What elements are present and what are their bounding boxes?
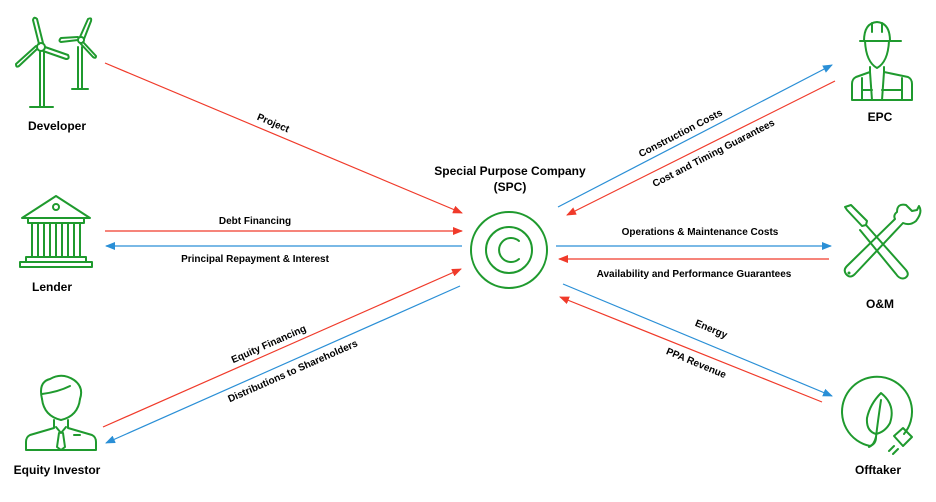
arrow-energy <box>562 283 833 397</box>
om-label: O&M <box>866 297 894 311</box>
offtaker-label: Offtaker <box>855 463 901 477</box>
flow-label-om-costs: Operations & Maintenance Costs <box>622 227 779 238</box>
spc-label-line2: (SPC) <box>494 180 527 194</box>
spc-label-line1: Special Purpose Company <box>434 164 586 178</box>
node-offtaker[interactable]: Offtaker <box>841 375 914 477</box>
flow-label-repayment: Principal Repayment & Interest <box>181 254 329 265</box>
arrow-equity-financing <box>102 268 462 428</box>
arrow-ppa-revenue <box>559 296 823 403</box>
flow-label-debt: Debt Financing <box>219 216 291 227</box>
flow-label-equity: Equity Financing <box>230 323 308 366</box>
flow-repayment: Principal Repayment & Interest <box>105 242 462 265</box>
node-epc[interactable]: EPC <box>851 21 913 124</box>
node-om[interactable]: O&M <box>843 203 922 311</box>
arrow-project <box>104 62 463 214</box>
wind-turbine-icon <box>15 16 97 108</box>
arrow-distributions <box>105 285 461 444</box>
arrow-cost-timing-guarantees <box>566 80 836 216</box>
flow-energy: Energy <box>562 283 833 397</box>
flow-availability: Availability and Performance Guarantees <box>558 255 829 280</box>
flow-label-energy: Energy <box>693 318 729 341</box>
flow-ppa-revenue: PPA Revenue <box>559 296 823 403</box>
arrow-construction-costs <box>557 64 833 208</box>
flow-project: Project <box>104 62 463 214</box>
epc-label: EPC <box>868 110 893 124</box>
lender-label: Lender <box>32 280 72 294</box>
construction-worker-icon <box>851 21 913 101</box>
node-developer[interactable]: Developer <box>15 16 97 133</box>
equity-investor-label: Equity Investor <box>14 463 101 477</box>
flow-label-project: Project <box>255 112 291 136</box>
tools-icon <box>843 203 922 280</box>
flow-om-costs: Operations & Maintenance Costs <box>556 227 832 250</box>
flow-distributions: Distributions to Shareholders <box>105 285 461 444</box>
developer-label: Developer <box>28 119 86 133</box>
leaf-plug-icon <box>841 375 914 455</box>
flow-cost-timing: Cost and Timing Guarantees <box>566 80 836 216</box>
businessman-icon <box>25 374 97 451</box>
flow-label-cost-timing: Cost and Timing Guarantees <box>651 117 777 190</box>
flow-label-availability: Availability and Performance Guarantees <box>597 269 792 280</box>
flow-equity: Equity Financing <box>102 268 462 428</box>
node-equity-investor[interactable]: Equity Investor <box>14 374 101 477</box>
node-lender[interactable]: Lender <box>19 195 93 294</box>
bank-icon <box>19 195 93 268</box>
copyright-circle-icon <box>470 211 548 289</box>
flow-construction: Construction Costs <box>557 64 833 208</box>
node-spc[interactable]: Special Purpose Company (SPC) <box>434 164 586 289</box>
flow-debt: Debt Financing <box>105 216 463 235</box>
